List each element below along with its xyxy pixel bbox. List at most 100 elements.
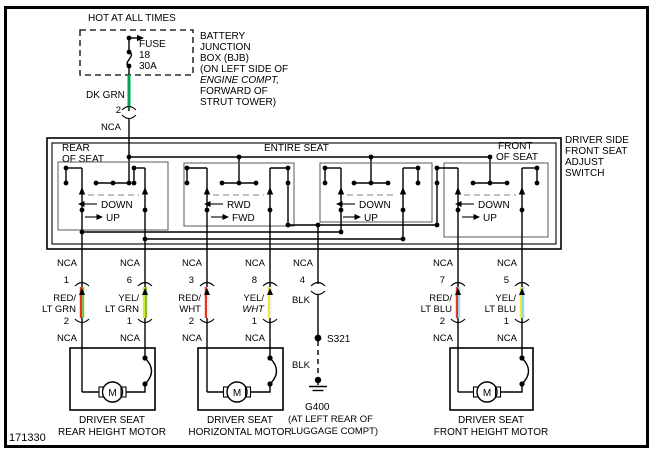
wire4-color-line1: YEL/: [243, 293, 264, 304]
region-front-line1: FRONT: [498, 141, 532, 152]
bjb-line-5: ENGINE COMPT,: [200, 75, 279, 86]
switch-name-line4: SWITCH: [565, 168, 604, 179]
wire4-color-line2: WHT: [242, 304, 265, 315]
section1-dir-right-label: UP: [106, 213, 120, 224]
ground-nca-top: NCA: [293, 258, 314, 269]
feed-circuit-label: NCA: [101, 122, 122, 133]
wire6-pin-top: 5: [504, 275, 509, 286]
ground-color-lower: BLK: [292, 360, 311, 371]
wire4-nca-bottom: NCA: [245, 333, 266, 344]
motor3-label-line1: DRIVER SEAT: [458, 415, 524, 426]
wire3-pin-bottom: 2: [189, 316, 194, 327]
section3-dir-right-label: UP: [364, 213, 378, 224]
ground-id-label: G400: [305, 402, 330, 413]
motor1-symbol: M: [108, 388, 116, 399]
splice-dot: [314, 334, 322, 342]
wire5-nca-top: NCA: [433, 258, 454, 269]
wire6-pin-bottom: 1: [504, 316, 509, 327]
wire2-color-line1: YEL/: [118, 293, 139, 304]
wire1-pin-bottom: 2: [64, 316, 69, 327]
fuse-name: FUSE: [139, 39, 166, 50]
bjb-dashed-box: [79, 29, 194, 76]
connector-arc-icon: [74, 281, 90, 287]
wire2-color-line2: LT GRN: [105, 304, 139, 315]
wire2-nca-top: NCA: [120, 258, 141, 269]
ground-wire-blk: NCA 4 BLK S321 BLK G400 (AT LEFT REAR OF…: [288, 258, 378, 437]
diagram-number: 171330: [9, 432, 46, 444]
wire4-nca-top: NCA: [245, 258, 266, 269]
wire1-nca-bottom: NCA: [57, 333, 78, 344]
wire6-nca-bottom: NCA: [497, 333, 518, 344]
motor2-symbol: M: [233, 388, 241, 399]
wire-yel-wht: NCA 8 YEL/ WHT 1 NCA: [242, 258, 278, 348]
fuse-symbol: [126, 34, 144, 75]
wire2-nca-bottom: NCA: [120, 333, 141, 344]
connector-arc-icon: [137, 281, 153, 287]
hot-at-all-times-label: HOT AT ALL TIMES: [88, 13, 176, 24]
switch-outer-border: [46, 137, 562, 250]
ground-pin-top: 4: [300, 275, 305, 286]
power-bus: [126, 154, 493, 183]
wire5-color-line1: RED/: [429, 293, 452, 304]
wire-yel-ltgrn: NCA 6 YEL/ LT GRN 1 NCA: [105, 258, 153, 348]
ground-location-line2: LUGGAGE COMPT): [291, 426, 378, 437]
fuse-rating: 30A: [139, 61, 157, 72]
connector-arc-icon: [310, 290, 326, 296]
motor-front-height: M DRIVER SEAT FRONT HEIGHT MOTOR: [434, 347, 548, 438]
splice-label: S321: [327, 334, 351, 345]
ground-color-upper: BLK: [292, 295, 311, 306]
wire-red-ltblu: NCA 7 RED/ LT BLU 2 NCA: [421, 258, 466, 348]
motor3-label-line2: FRONT HEIGHT MOTOR: [434, 427, 548, 438]
connector-arc-icon: [199, 281, 215, 287]
connector-arc-icon: [310, 281, 326, 287]
switch-section-rear-height: DOWN UP: [57, 161, 169, 287]
seat-adjust-switch-box: REAR OF SEAT ENTIRE SEAT FRONT OF SEAT D…: [46, 135, 629, 287]
bjb-line-6: FORWARD OF: [200, 86, 268, 97]
section3-dir-left-label: DOWN: [359, 200, 391, 211]
wire-yel-ltblu: NCA 5 YEL/ LT BLU 1 NCA: [485, 258, 530, 348]
connector-arc-icon: [514, 281, 530, 287]
wire1-color-line2: LT GRN: [42, 304, 76, 315]
motor-symbol-icon: [101, 381, 124, 403]
motor2-label-line1: DRIVER SEAT: [207, 415, 273, 426]
connector-arc-icon: [262, 281, 278, 287]
wire4-pin-bottom: 1: [252, 316, 257, 327]
section4-dir-right-label: UP: [483, 213, 497, 224]
wire2-pin-top: 6: [127, 275, 132, 286]
region-rear-line1: REAR: [62, 143, 90, 154]
wire2-pin-bottom: 1: [127, 316, 132, 327]
wire6-nca-top: NCA: [497, 258, 518, 269]
wire3-nca-bottom: NCA: [182, 333, 203, 344]
feed-pin-number: 2: [116, 105, 121, 116]
power-feed-section: HOT AT ALL TIMES FUSE 18 30A BATTERY JUN…: [79, 13, 288, 183]
switch-inner-border: [51, 142, 557, 245]
region-entire-seat: ENTIRE SEAT: [264, 143, 329, 154]
motor-symbol-icon: [226, 381, 248, 403]
wire3-pin-top: 3: [189, 275, 194, 286]
wire1-nca-top: NCA: [57, 258, 78, 269]
wire6-color-line1: YEL/: [495, 293, 516, 304]
wire-red-wht: NCA 3 RED/ WHT 2 NCA: [178, 258, 215, 348]
switch-section-entire-seat: DOWN UP: [319, 162, 433, 239]
ground-symbol-icon: [309, 376, 327, 392]
wire3-color-line1: RED/: [178, 293, 201, 304]
switch-name-line2: FRONT SEAT: [565, 146, 627, 157]
region-front-line2: OF SEAT: [496, 152, 538, 163]
motor-rear-height: M DRIVER SEAT REAR HEIGHT MOTOR: [58, 347, 166, 438]
wire3-nca-top: NCA: [182, 258, 203, 269]
section2-dir-right-label: FWD: [232, 213, 255, 224]
wire5-pin-bottom: 2: [440, 316, 445, 327]
switch-name-line3: ADJUST: [565, 157, 604, 168]
internal-routing-lines: [79, 222, 440, 284]
inline-connector-icon: [121, 105, 137, 120]
wire5-color-line2: LT BLU: [421, 304, 452, 315]
motor3-symbol: M: [483, 388, 491, 399]
motor1-label-line2: REAR HEIGHT MOTOR: [58, 427, 166, 438]
bjb-label: BATTERY JUNCTION BOX (BJB) (ON LEFT SIDE…: [200, 31, 288, 108]
wire1-pin-top: 1: [64, 275, 69, 286]
ground-location-line1: (AT LEFT REAR OF: [288, 414, 373, 425]
motor-horizontal: M DRIVER SEAT HORIZONTAL MOTOR: [188, 347, 292, 438]
region-rear-line2: OF SEAT: [62, 154, 104, 165]
page-border: [4, 6, 649, 448]
